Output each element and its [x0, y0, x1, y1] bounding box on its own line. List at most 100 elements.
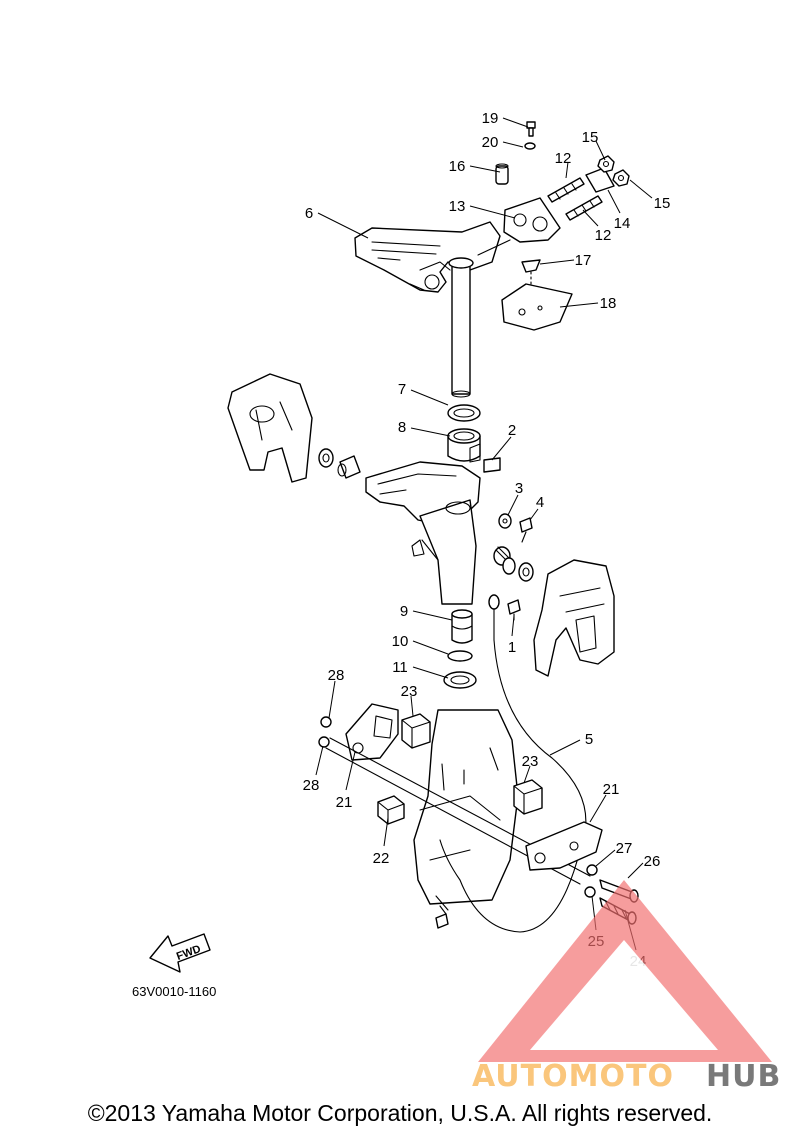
rubber-mount-22 — [377, 795, 405, 825]
bracket-13 — [477, 197, 561, 256]
nut-15-upper — [597, 155, 615, 173]
stud-12-lower — [565, 195, 603, 221]
nut-15-lower — [612, 169, 630, 187]
callout-13: 13 — [449, 198, 466, 215]
callout-17: 17 — [575, 252, 592, 269]
leader-line-4 — [529, 508, 539, 521]
washer-right-2 — [518, 562, 534, 582]
callout-28: 28 — [303, 777, 320, 794]
leader-line-6 — [317, 212, 369, 239]
mount-bracket-21-right — [525, 821, 603, 871]
callout-26: 26 — [644, 853, 661, 870]
bolt-19 — [526, 121, 536, 137]
stud-12-upper — [547, 177, 585, 203]
leader-line-1 — [511, 615, 515, 637]
callout-22: 22 — [373, 850, 390, 867]
leader-line-2 — [491, 436, 512, 461]
logo-brand-left: AUTOMOTO — [472, 1059, 674, 1094]
leader-line-14 — [607, 189, 621, 214]
leader-line-23 — [410, 695, 414, 717]
callout-19: 19 — [482, 110, 499, 127]
leader-line-28 — [328, 680, 336, 719]
callout-5: 5 — [585, 731, 593, 748]
leader-line-15 — [595, 140, 606, 161]
leader-line-12 — [565, 161, 569, 179]
steering-bracket — [354, 221, 501, 398]
rubber-mount-23-left — [401, 713, 431, 749]
leader-line-16 — [469, 165, 501, 173]
washer-left — [318, 448, 334, 468]
callout-23: 23 — [401, 683, 418, 700]
leader-line-18 — [559, 302, 599, 308]
leader-line-5 — [549, 739, 581, 756]
callout-10: 10 — [392, 633, 409, 650]
washer-27 — [586, 864, 598, 876]
washer-25 — [584, 886, 596, 898]
washer-right-1 — [502, 557, 516, 575]
leader-line-22 — [383, 817, 389, 847]
leader-line-12 — [582, 209, 599, 227]
callout-8: 8 — [398, 419, 406, 436]
callout-15: 15 — [654, 195, 671, 212]
leader-line-23 — [523, 765, 531, 784]
leader-line-19 — [502, 117, 529, 128]
callout-12: 12 — [595, 227, 612, 244]
leader-line-21 — [589, 794, 607, 823]
bushing-8 — [447, 428, 481, 463]
callout-3: 3 — [515, 480, 523, 497]
clamp-plate-right — [533, 559, 615, 677]
callout-14: 14 — [614, 215, 631, 232]
washer-20 — [524, 142, 536, 150]
bolt-4 — [519, 517, 533, 543]
washer-28-upper — [320, 716, 332, 728]
mount-bracket-21-left — [345, 703, 399, 761]
plate-18 — [501, 283, 573, 331]
leader-line-11 — [412, 666, 449, 679]
callout-7: 7 — [398, 381, 406, 398]
bushing-left — [337, 455, 361, 479]
watermark-logo: AUTOMOTO HUB — [472, 880, 781, 1094]
o-ring-10 — [447, 650, 473, 662]
callout-21: 21 — [336, 794, 353, 811]
ground-lead-5 — [439, 639, 587, 933]
leader-line-13 — [469, 205, 516, 219]
bushing-9 — [451, 609, 473, 644]
callout-20: 20 — [482, 134, 499, 151]
fitting-3 — [498, 513, 512, 529]
leader-line-8 — [410, 427, 451, 437]
leader-line-17 — [539, 259, 575, 265]
part-code: 63V0010-1160 — [132, 984, 216, 999]
callout-18: 18 — [600, 295, 617, 312]
leader-line-15 — [629, 179, 653, 199]
leader-line-7 — [410, 389, 449, 406]
leader-line-3 — [507, 494, 519, 516]
leader-line-10 — [412, 640, 449, 655]
callout-12: 12 — [555, 150, 572, 167]
callout-6: 6 — [305, 205, 313, 222]
leader-line-28 — [315, 745, 324, 776]
washer-7 — [447, 404, 481, 422]
terminal-5 — [488, 594, 500, 641]
logo-brand-right: HUB — [706, 1059, 781, 1094]
callout-2: 2 — [508, 422, 516, 439]
leader-line-9 — [412, 610, 453, 621]
pin-16 — [495, 163, 509, 185]
callout-16: 16 — [449, 158, 466, 175]
leader-line-27 — [595, 849, 616, 867]
callout-15: 15 — [582, 129, 599, 146]
callout-21: 21 — [603, 781, 620, 798]
leader-line-20 — [502, 141, 524, 148]
callout-23: 23 — [522, 753, 539, 770]
swivel-bracket — [365, 461, 481, 605]
callout-11: 11 — [392, 659, 408, 676]
bolt-1 — [507, 599, 521, 621]
clip-17 — [521, 259, 541, 273]
callout-1: 1 — [508, 639, 516, 656]
fwd-arrow-icon: FWD — [149, 933, 211, 973]
callout-4: 4 — [536, 494, 544, 511]
plate-2 — [483, 457, 501, 473]
rubber-mount-23-right — [513, 779, 543, 815]
callout-27: 27 — [616, 840, 633, 857]
copyright-notice: ©2013 Yamaha Motor Corporation, U.S.A. A… — [87, 1100, 713, 1126]
